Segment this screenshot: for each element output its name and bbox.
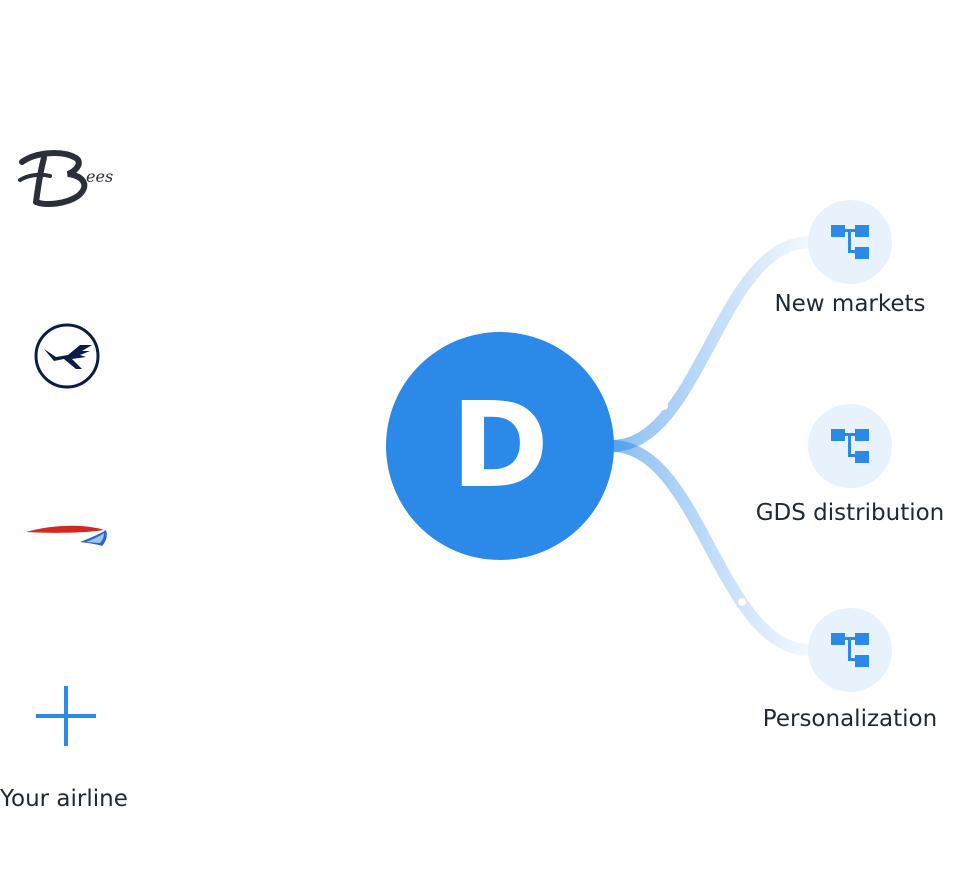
hub-letter: D bbox=[451, 376, 549, 514]
connection-new-markets bbox=[606, 236, 816, 452]
british-airways-speedmarque-icon bbox=[26, 525, 107, 546]
flow-dot bbox=[738, 598, 746, 606]
connection-personalization bbox=[606, 440, 816, 656]
your-airline-label: Your airline bbox=[0, 786, 128, 812]
hub-circle: D bbox=[386, 332, 614, 560]
gds-distribution-label: GDS distribution bbox=[755, 500, 945, 526]
svg-text:ees: ees bbox=[86, 167, 113, 186]
new-markets-label: New markets bbox=[774, 291, 926, 317]
new-markets-node bbox=[808, 200, 892, 284]
hierarchy-icon bbox=[831, 225, 869, 259]
flow-dot bbox=[660, 402, 668, 410]
gds-distribution-node bbox=[808, 404, 892, 488]
flow-dot bbox=[734, 442, 742, 450]
lufthansa-crane-logo-icon bbox=[34, 323, 100, 389]
personalization-node bbox=[808, 608, 892, 692]
hierarchy-icon bbox=[831, 429, 869, 463]
hierarchy-icon bbox=[831, 633, 869, 667]
personalization-label: Personalization bbox=[762, 706, 938, 732]
bees-logo-icon: ees bbox=[18, 150, 113, 207]
plus-icon[interactable] bbox=[34, 684, 98, 748]
